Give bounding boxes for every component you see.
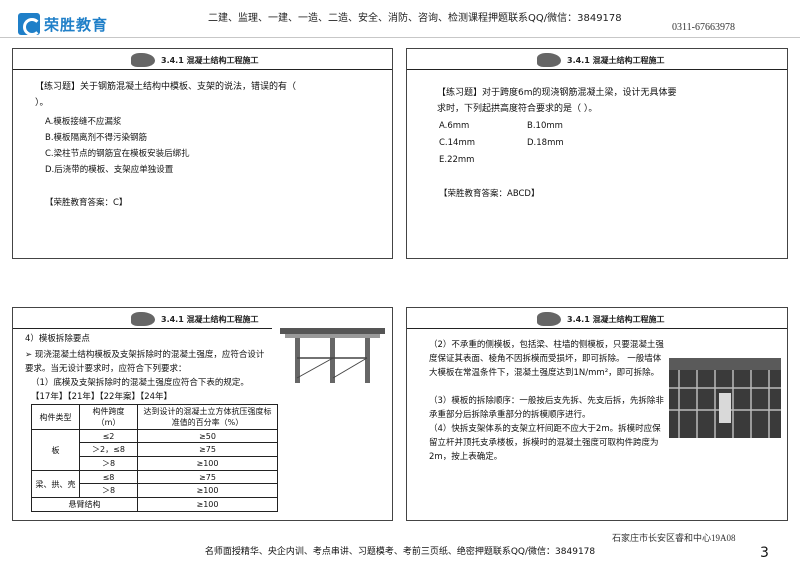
strength-table: 构件类型 构件跨度（m） 达到设计的混凝土立方体抗压强度标准值的百分率（%） 板… bbox=[31, 404, 278, 512]
table-cell: ≥50 bbox=[137, 429, 278, 443]
option-d: D.18mm bbox=[527, 138, 564, 148]
table-cell: ＞2，≤8 bbox=[79, 442, 138, 457]
slide-4: 3.4.1 混凝土结构工程施工 （2）不承重的侧模板，包括梁、柱墙的侧模板，只要… bbox=[406, 307, 788, 521]
paragraph-2: （2）不承重的侧模板，包括梁、柱墙的侧模板，只要混凝土强度保证其表面、棱角不因拆… bbox=[429, 340, 664, 378]
logo: 荣胜教育 bbox=[18, 10, 118, 38]
table-cell: ≥100 bbox=[137, 497, 278, 512]
table-cell: ≤8 bbox=[79, 470, 138, 484]
table-row: 悬臂结构≥100 bbox=[31, 497, 278, 512]
table-header-cell: 构件跨度（m） bbox=[79, 404, 138, 430]
logo-text: 荣胜教育 bbox=[44, 15, 109, 34]
question-text: 【练习题】对于跨度6m的现浇钢筋混凝土梁，设计无具体要求时，下列起拱高度符合要求… bbox=[437, 88, 677, 114]
slide-title: 3.4.1 混凝土结构工程施工 bbox=[131, 311, 259, 327]
table-cell: ≥100 bbox=[137, 456, 278, 471]
paragraph-3: （3）模板的拆除顺序：一般按后支先拆、先支后拆，先拆除非承重部分后拆除承重部分的… bbox=[429, 396, 664, 420]
map-icon bbox=[537, 53, 561, 67]
map-icon bbox=[131, 53, 155, 67]
table-cell: ＞8 bbox=[79, 456, 138, 471]
header-text: 二建、监理、一建、一造、二造、安全、消防、咨询、检测课程押题联系QQ/微信：38… bbox=[208, 13, 622, 24]
option-e: E.22mm bbox=[439, 155, 475, 165]
option-a: A.模板接缝不应漏浆 bbox=[45, 117, 122, 127]
formwork-diagram bbox=[280, 328, 385, 383]
answer-text: 【荣胜教育答案：C】 bbox=[45, 198, 128, 208]
answer-text: 【荣胜教育答案：ABCD】 bbox=[439, 189, 540, 199]
map-icon bbox=[131, 312, 155, 326]
table-header-cell: 构件类型 bbox=[31, 404, 80, 430]
title-divider bbox=[407, 328, 787, 329]
table-cell: ≥75 bbox=[137, 442, 278, 457]
address-text: 石家庄市长安区睿和中心19A08 bbox=[612, 533, 736, 543]
slide-title: 3.4.1 混凝土结构工程施工 bbox=[537, 311, 665, 327]
paragraph-4: （4）快拆支架体系的支架立杆间距不应大于2m。拆模时应保留立杆并顶托支承楼板，拆… bbox=[429, 424, 661, 462]
table-cell: ≥75 bbox=[137, 470, 278, 484]
option-c: C.梁柱节点的钢筋宜在模板安装后绑扎 bbox=[45, 149, 190, 159]
footer-text: 名师面授精华、央企内训、考点串讲、习题模考、考前三页纸、绝密押题联系QQ/微信：… bbox=[204, 547, 596, 557]
table-cell: 悬臂结构 bbox=[31, 497, 138, 512]
header-phone: 0311-67663978 bbox=[672, 22, 735, 33]
option-c: C.14mm bbox=[439, 138, 476, 148]
table-header-cell: 达到设计的混凝土立方体抗压强度标准值的百分率（%） bbox=[137, 404, 278, 430]
table-cell: 板 bbox=[31, 429, 80, 471]
table-row: 梁、拱、壳≤8≥75 bbox=[31, 470, 278, 498]
slide-title: 3.4.1 混凝土结构工程施工 bbox=[131, 52, 259, 68]
question-text: 【练习题】关于钢筋混凝土结构中模板、支架的说法，错误的有（ ）。 bbox=[35, 82, 297, 108]
logo-icon bbox=[18, 13, 41, 36]
table-cell: ≤2 bbox=[79, 429, 138, 443]
slide-title: 3.4.1 混凝土结构工程施工 bbox=[537, 52, 665, 68]
table-row: ＞8≥100 bbox=[32, 483, 278, 498]
page-number: 3 bbox=[760, 545, 769, 561]
option-a: A.6mm bbox=[439, 121, 470, 131]
table-cell: 梁、拱、壳 bbox=[31, 470, 80, 498]
years-text: 【17年】【21年】【22年案】【24年】 bbox=[31, 392, 173, 402]
option-b: B.模板隔离剂不得污染钢筋 bbox=[45, 133, 148, 143]
title-divider bbox=[13, 328, 272, 329]
title-divider bbox=[13, 69, 392, 70]
scaffold-photo bbox=[669, 358, 781, 438]
option-b: B.10mm bbox=[527, 121, 563, 131]
slide-1: 3.4.1 混凝土结构工程施工 【练习题】关于钢筋混凝土结构中模板、支架的说法，… bbox=[12, 48, 393, 259]
slide-2: 3.4.1 混凝土结构工程施工 【练习题】对于跨度6m的现浇钢筋混凝土梁，设计无… bbox=[406, 48, 788, 259]
bullet-text: ➢ 现浇混凝土结构模板及支架拆除时的混凝土强度，应符合设计要求。当无设计要求时，… bbox=[25, 350, 265, 374]
header-divider bbox=[0, 37, 800, 38]
map-icon bbox=[537, 312, 561, 326]
sub-text: （1）底模及支架拆除时的混凝土强度应符合下表的规定。 bbox=[31, 378, 249, 388]
table-header-row: 构件类型 构件跨度（m） 达到设计的混凝土立方体抗压强度标准值的百分率（%） bbox=[31, 404, 278, 430]
arrow-bullet-icon: ➢ bbox=[25, 350, 35, 360]
option-d: D.后浇带的模板、支架应单独设置 bbox=[45, 165, 174, 175]
section-heading: 4）模板拆除要点 bbox=[25, 334, 90, 344]
slide-3: 3.4.1 混凝土结构工程施工 4）模板拆除要点 ➢ 现浇混凝土结构模板及支架拆… bbox=[12, 307, 393, 521]
table-cell: ≥100 bbox=[137, 483, 278, 498]
table-row: 板≤2≥50 bbox=[31, 429, 278, 471]
table-row: ＞8≥100 bbox=[32, 456, 278, 471]
title-divider bbox=[407, 69, 787, 70]
table-cell: ＞8 bbox=[79, 483, 138, 498]
